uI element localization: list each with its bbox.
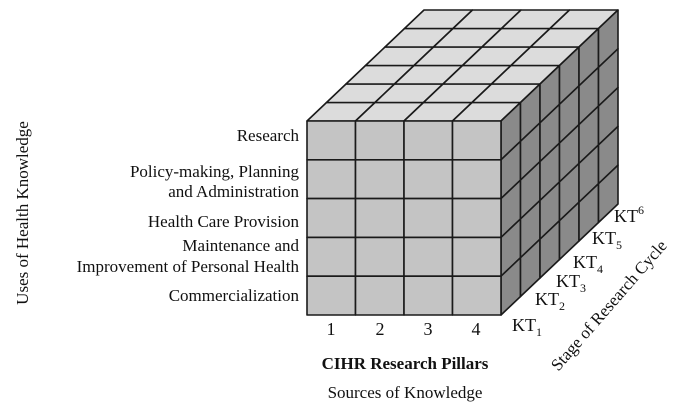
cube-front-cell xyxy=(306,275,357,316)
row-label-policy-line-2: and Administration xyxy=(168,182,299,201)
row-label-maintenance-line-2: Improvement of Personal Health xyxy=(77,257,300,276)
cube-front-cell xyxy=(306,120,357,161)
kt-label-1: KT1 xyxy=(512,315,542,339)
cube-front-cell xyxy=(354,120,405,161)
kt-label-5: KT5 xyxy=(592,228,622,252)
cube-front-cell xyxy=(403,120,454,161)
cube-front-cell xyxy=(354,159,405,200)
row-label-maintenance-line-1: Maintenance and xyxy=(182,236,299,255)
pillar-number-4: 4 xyxy=(472,319,481,339)
sources-subtitle: Sources of Knowledge xyxy=(328,383,483,402)
pillar-number-1: 1 xyxy=(327,319,336,339)
cube-front-cell xyxy=(354,236,405,278)
research-cycle-axis-title: Stage of Research Cycle xyxy=(547,236,671,374)
pillar-number-2: 2 xyxy=(376,319,385,339)
cube-front-cell xyxy=(306,236,357,278)
cube-front-cell xyxy=(354,275,405,316)
pillars-title: CIHR Research Pillars xyxy=(322,354,489,373)
cube-front-cell xyxy=(306,159,357,200)
cube-front-cell xyxy=(451,236,502,278)
uses-axis-title: Uses of Health Knowledge xyxy=(13,121,32,305)
cube-front-cell xyxy=(403,275,454,316)
cube-front-cell xyxy=(451,159,502,200)
cube-side-cell xyxy=(597,164,619,224)
cube-front-cell xyxy=(451,120,502,161)
kt-label-6: KT6 xyxy=(614,203,644,226)
cube-front-cell xyxy=(354,197,405,239)
row-label-research: Research xyxy=(237,126,300,145)
cube-front-cell xyxy=(403,159,454,200)
cube-front-cell xyxy=(451,197,502,239)
row-label-policy-line-1: Policy-making, Planning xyxy=(130,162,300,181)
cube-front-cell xyxy=(403,197,454,239)
pillar-number-3: 3 xyxy=(424,319,433,339)
kt-label-3: KT3 xyxy=(556,271,586,295)
cube-front-cell xyxy=(403,236,454,278)
row-label-commercialization: Commercialization xyxy=(169,286,300,305)
cube-front-cell xyxy=(451,275,502,316)
cube-faces xyxy=(306,9,619,316)
row-label-health-care: Health Care Provision xyxy=(148,212,300,231)
kt-label-2: KT2 xyxy=(535,289,565,313)
kt-label-4: KT4 xyxy=(573,252,603,276)
cube-front-cell xyxy=(306,197,357,239)
